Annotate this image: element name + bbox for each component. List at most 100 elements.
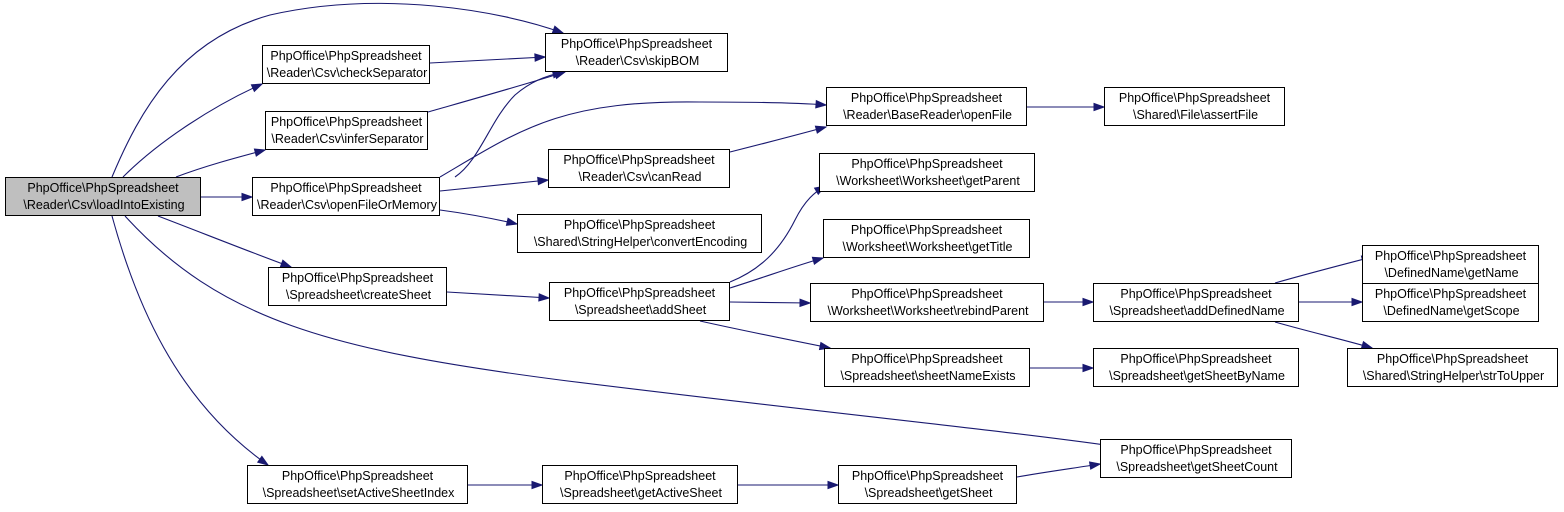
node-label-line1: PhpOffice\PhpSpreadsheet xyxy=(851,468,1004,483)
node-convert-encoding[interactable]: PhpOffice\PhpSpreadsheet \Shared\StringH… xyxy=(517,214,762,253)
edge-line xyxy=(122,83,263,178)
node-can-read[interactable]: PhpOffice\PhpSpreadsheet \Reader\Csv\can… xyxy=(548,149,730,188)
edge-load-into-existing-to-set-active-sheet-index xyxy=(111,215,270,466)
node-label-line1: PhpOffice\PhpSpreadsheet xyxy=(1374,248,1527,263)
node-label-line1: PhpOffice\PhpSpreadsheet xyxy=(1376,351,1529,366)
node-label-line1: PhpOffice\PhpSpreadsheet xyxy=(560,36,713,51)
node-label-line2: \Spreadsheet\addDefinedName xyxy=(1109,303,1285,318)
node-set-active-sheet-index[interactable]: PhpOffice\PhpSpreadsheet \Spreadsheet\se… xyxy=(247,465,468,504)
node-label-line2: \Shared\StringHelper\convertEncoding xyxy=(533,234,748,249)
node-label-line1: PhpOffice\PhpSpreadsheet xyxy=(281,468,434,483)
node-get-parent[interactable]: PhpOffice\PhpSpreadsheet \Worksheet\Work… xyxy=(819,153,1035,192)
edge-line xyxy=(175,149,266,178)
node-get-sheet[interactable]: PhpOffice\PhpSpreadsheet \Spreadsheet\ge… xyxy=(838,465,1017,504)
edge-create-sheet-to-add-sheet xyxy=(446,291,551,302)
edge-open-file-or-memory-to-can-read xyxy=(439,176,550,192)
node-get-scope[interactable]: PhpOffice\PhpSpreadsheet \DefinedName\ge… xyxy=(1362,283,1539,322)
edge-line xyxy=(111,215,269,466)
node-sheet-name-exists[interactable]: PhpOffice\PhpSpreadsheet \Spreadsheet\sh… xyxy=(824,348,1030,387)
edge-arrowhead xyxy=(1082,297,1095,307)
node-label-line2: \DefinedName\getName xyxy=(1384,265,1519,280)
edge-line xyxy=(427,71,566,113)
edge-arrowhead xyxy=(1351,297,1364,307)
edge-load-into-existing-to-infer-separator xyxy=(175,148,267,178)
node-get-name[interactable]: PhpOffice\PhpSpreadsheet \DefinedName\ge… xyxy=(1362,245,1539,284)
node-label-line1: PhpOffice\PhpSpreadsheet xyxy=(27,180,179,195)
edge-line xyxy=(454,71,564,178)
edge-arrowhead xyxy=(537,176,550,186)
node-label-line1: PhpOffice\PhpSpreadsheet xyxy=(1120,351,1272,366)
edge-arrowhead xyxy=(799,298,812,308)
edge-line xyxy=(429,56,546,64)
edge-arrowhead xyxy=(279,259,293,268)
edge-arrowhead xyxy=(256,455,270,466)
node-add-sheet[interactable]: PhpOffice\PhpSpreadsheet \Spreadsheet\ad… xyxy=(549,282,730,321)
edge-arrowhead xyxy=(827,480,840,490)
edge-line xyxy=(446,291,550,299)
node-skip-bom[interactable]: PhpOffice\PhpSpreadsheet \Reader\Csv\ski… xyxy=(545,33,728,72)
node-assert-file[interactable]: PhpOffice\PhpSpreadsheet \Shared\File\as… xyxy=(1104,87,1285,126)
node-rebind-parent[interactable]: PhpOffice\PhpSpreadsheet \Worksheet\Work… xyxy=(810,283,1044,322)
node-open-file-or-memory[interactable]: PhpOffice\PhpSpreadsheet \Reader\Csv\ope… xyxy=(252,177,440,216)
node-label-line2: \Shared\File\assertFile xyxy=(1132,107,1259,122)
node-label-line1: PhpOffice\PhpSpreadsheet xyxy=(851,286,1003,301)
edge-arrowhead xyxy=(538,293,551,302)
node-label-line2: \Spreadsheet\getSheet xyxy=(864,485,993,500)
node-label-line2: \Worksheet\Worksheet\getTitle xyxy=(842,239,1013,254)
node-check-separator[interactable]: PhpOffice\PhpSpreadsheet \Reader\Csv\che… xyxy=(262,45,430,84)
node-get-active-sheet[interactable]: PhpOffice\PhpSpreadsheet \Spreadsheet\ge… xyxy=(542,465,738,504)
node-label-line2: \Reader\BaseReader\openFile xyxy=(843,107,1012,122)
node-label-line2: \Spreadsheet\getActiveSheet xyxy=(560,485,722,500)
edge-can-read-to-open-file xyxy=(729,125,828,153)
node-label-line1: PhpOffice\PhpSpreadsheet xyxy=(563,285,716,300)
node-label-line2: \Spreadsheet\setActiveSheetIndex xyxy=(262,485,455,500)
edge-add-defined-name-to-str-to-upper xyxy=(1274,321,1374,350)
node-label-line1: PhpOffice\PhpSpreadsheet xyxy=(281,270,434,285)
edge-line xyxy=(699,320,831,349)
edge-add-defined-name-to-get-scope xyxy=(1299,297,1364,307)
node-label-line1: PhpOffice\PhpSpreadsheet xyxy=(1374,286,1527,301)
edge-set-active-sheet-index-to-get-active-sheet xyxy=(468,480,544,490)
node-label-line2: \Reader\Csv\loadIntoExisting xyxy=(23,197,185,212)
node-label-line2: \Spreadsheet\sheetNameExists xyxy=(840,368,1016,383)
edge-line xyxy=(439,209,518,225)
node-get-sheet-count[interactable]: PhpOffice\PhpSpreadsheet \Spreadsheet\ge… xyxy=(1100,439,1292,478)
node-label-line1: PhpOffice\PhpSpreadsheet xyxy=(270,48,422,63)
edge-line xyxy=(1016,463,1101,478)
node-get-sheet-by-name[interactable]: PhpOffice\PhpSpreadsheet \Spreadsheet\ge… xyxy=(1093,348,1299,387)
node-infer-separator[interactable]: PhpOffice\PhpSpreadsheet \Reader\Csv\inf… xyxy=(265,111,428,150)
edge-line xyxy=(439,101,827,178)
node-add-defined-name[interactable]: PhpOffice\PhpSpreadsheet \Spreadsheet\ad… xyxy=(1093,283,1299,322)
node-label-line1: PhpOffice\PhpSpreadsheet xyxy=(850,90,1003,105)
node-label-line2: \Spreadsheet\addSheet xyxy=(574,302,707,317)
node-create-sheet[interactable]: PhpOffice\PhpSpreadsheet \Spreadsheet\cr… xyxy=(268,267,447,306)
edge-open-file-or-memory-to-open-file xyxy=(439,99,828,178)
node-label-line1: PhpOffice\PhpSpreadsheet xyxy=(563,217,716,232)
node-str-to-upper[interactable]: PhpOffice\PhpSpreadsheet \Shared\StringH… xyxy=(1347,348,1558,387)
node-label-line1: PhpOffice\PhpSpreadsheet xyxy=(563,152,715,167)
edge-open-file-to-assert-file xyxy=(1027,102,1106,112)
edge-sheet-name-exists-to-get-sheet-by-name xyxy=(1030,363,1095,373)
node-open-file[interactable]: PhpOffice\PhpSpreadsheet \Reader\BaseRea… xyxy=(826,87,1027,126)
edge-check-separator-to-skip-bom xyxy=(429,53,547,64)
node-label-line2: \Shared\StringHelper\strToUpper xyxy=(1362,368,1545,383)
node-label-line1: PhpOffice\PhpSpreadsheet xyxy=(270,114,423,129)
edge-arrowhead xyxy=(814,125,828,134)
edge-arrowhead xyxy=(250,83,264,93)
node-label-line1: PhpOffice\PhpSpreadsheet xyxy=(564,468,716,483)
edge-open-file-or-memory-to-convert-encoding xyxy=(439,209,519,226)
edge-open-file-or-memory-to-skip-bom xyxy=(454,70,565,178)
node-get-title[interactable]: PhpOffice\PhpSpreadsheet \Worksheet\Work… xyxy=(823,219,1030,258)
edge-line xyxy=(111,2,564,178)
edge-arrowhead xyxy=(505,217,519,226)
edge-load-into-existing-to-skip-bom xyxy=(111,2,565,178)
edge-line xyxy=(1274,321,1373,349)
node-label-line2: \Spreadsheet\createSheet xyxy=(285,287,432,302)
node-label-line2: \Reader\Csv\skipBOM xyxy=(575,53,700,68)
edge-arrowhead xyxy=(815,99,828,109)
node-label-line2: \Reader\Csv\checkSeparator xyxy=(266,65,428,80)
edge-line xyxy=(729,126,827,153)
node-label-line1: PhpOffice\PhpSpreadsheet xyxy=(1118,90,1271,105)
edge-add-sheet-to-get-title xyxy=(729,256,825,289)
